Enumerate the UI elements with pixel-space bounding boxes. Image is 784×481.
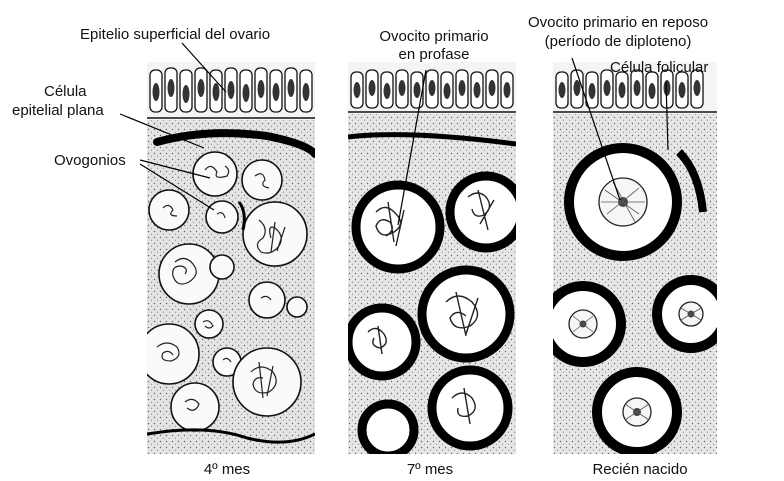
- label-ovocito-reposo-line2: (período de diploteno): [508, 33, 728, 50]
- label-ovocito-primario-line2: en profase: [364, 46, 504, 63]
- caption-newborn: Recién nacido: [570, 461, 710, 478]
- label-ovocito-reposo-line1: Ovocito primario en reposo: [508, 14, 728, 31]
- label-ovogonios: Ovogonios: [54, 152, 126, 169]
- leader-celula-epitelial: [120, 114, 204, 148]
- caption-4th-month: 4º mes: [177, 461, 277, 478]
- label-epitelio-superficial: Epitelio superficial del ovario: [80, 26, 270, 43]
- caption-7th-month: 7º mes: [380, 461, 480, 478]
- leader-celula-folicular: [666, 82, 668, 150]
- leader-ovogonios-1: [140, 160, 210, 178]
- label-celula-epitelial-line2: epitelial plana: [12, 102, 104, 119]
- leader-ovogonios-2: [140, 164, 214, 210]
- leader-ovocito-primario: [398, 70, 426, 225]
- leader-ovocito-reposo: [572, 58, 620, 200]
- label-ovocito-primario-line1: Ovocito primario: [364, 28, 504, 45]
- label-celula-epitelial-line1: Célula: [44, 83, 87, 100]
- leader-epitelio: [182, 43, 226, 92]
- label-celula-folicular: Célula folicular: [610, 59, 708, 76]
